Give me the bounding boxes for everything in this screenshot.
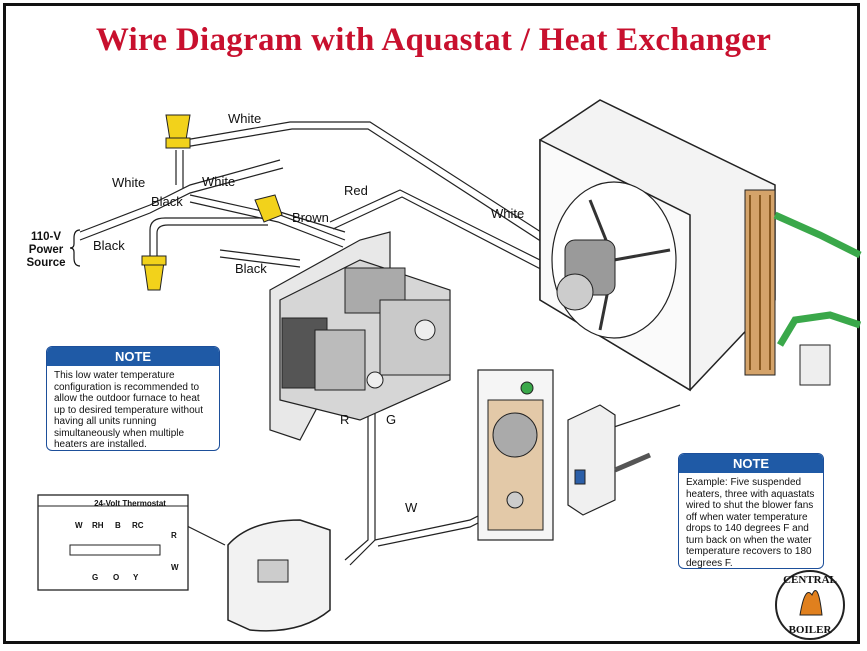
label-white-mid: White [202,174,235,189]
note-right: NOTE Example: Five suspended heaters, th… [678,453,824,569]
note-left-heading: NOTE [47,347,219,366]
note-right-body: Example: Five suspended heaters, three w… [686,477,815,569]
side-label-w: W [171,563,179,572]
heat-exchanger [539,99,862,392]
central-boiler-logo: CENTRAL BOILER [775,570,845,640]
power-source-label: 110-V Power Source [26,231,66,269]
terminal-rh: RH [92,521,104,530]
terminal-w: W [75,521,83,530]
note-left-body: This low water temperature configuration… [54,370,203,450]
aquastat [477,369,554,541]
thermostat-device [227,519,331,632]
note-right-heading: NOTE [679,454,823,473]
label-white-motor: White [491,206,524,221]
label-w: W [405,500,418,515]
page-title: Wire Diagram with Aquastat / Heat Exchan… [95,22,772,58]
terminal-b: B [115,521,121,530]
thermostat-title: 24-Volt Thermostat [94,499,166,508]
label-black-low: Black [235,261,267,276]
side-label-r: R [171,531,177,540]
label-white-top: White [228,111,261,126]
note-left: NOTE This low water temperature configur… [46,346,220,451]
label-black-top: Black [151,194,183,209]
label-black-left: Black [93,238,125,253]
terminal-o: O [113,573,119,582]
thermostat-schematic [37,494,189,591]
power-brace [69,229,81,267]
terminal-rc: RC [132,521,144,530]
logo-text-bottom: BOILER [789,624,833,636]
label-r: R [340,412,349,427]
wire-nut-brown [254,194,283,223]
terminal-y: Y [133,573,139,582]
terminal-g: G [92,573,98,582]
label-red: Red [344,183,368,198]
label-g: G [386,412,396,427]
aquastat-sensor [567,404,651,516]
wire-labels: White White White Black Black Black Brow… [93,111,524,515]
wire-nut-bottom [141,255,167,291]
wire-nut-top [165,114,191,149]
logo-text-top: CENTRAL [783,574,837,586]
label-brown: Brown [292,210,329,225]
label-white-left: White [112,175,145,190]
thermostat-top-terminals: W RH B RC G O Y R W [75,521,179,582]
relay-box [269,231,451,441]
